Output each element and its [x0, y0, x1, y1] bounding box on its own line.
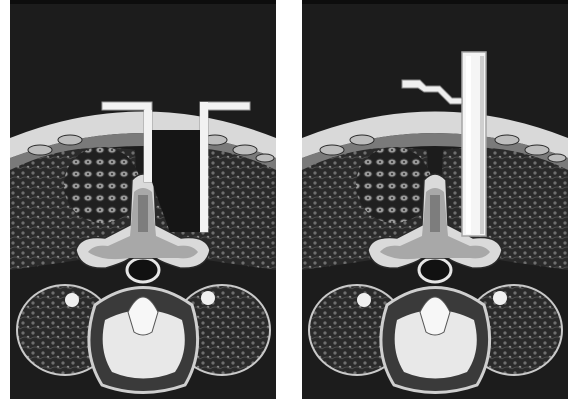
multifidus-cells — [64, 147, 140, 223]
spinal-canal — [127, 258, 159, 282]
right-transverse-tip — [201, 291, 215, 305]
right-transverse-tip — [493, 291, 507, 305]
left-transverse-tip — [357, 293, 371, 307]
multifidus-cells — [356, 147, 432, 223]
spinal-canal — [419, 258, 451, 282]
right-panel-illustration — [302, 0, 568, 399]
left-panel-illustration — [10, 0, 276, 399]
left-panel-anatomy-with-blade-retractors — [10, 0, 276, 399]
left-transverse-tip — [65, 293, 79, 307]
right-panel-anatomy-with-tubular-retractor — [302, 0, 568, 399]
